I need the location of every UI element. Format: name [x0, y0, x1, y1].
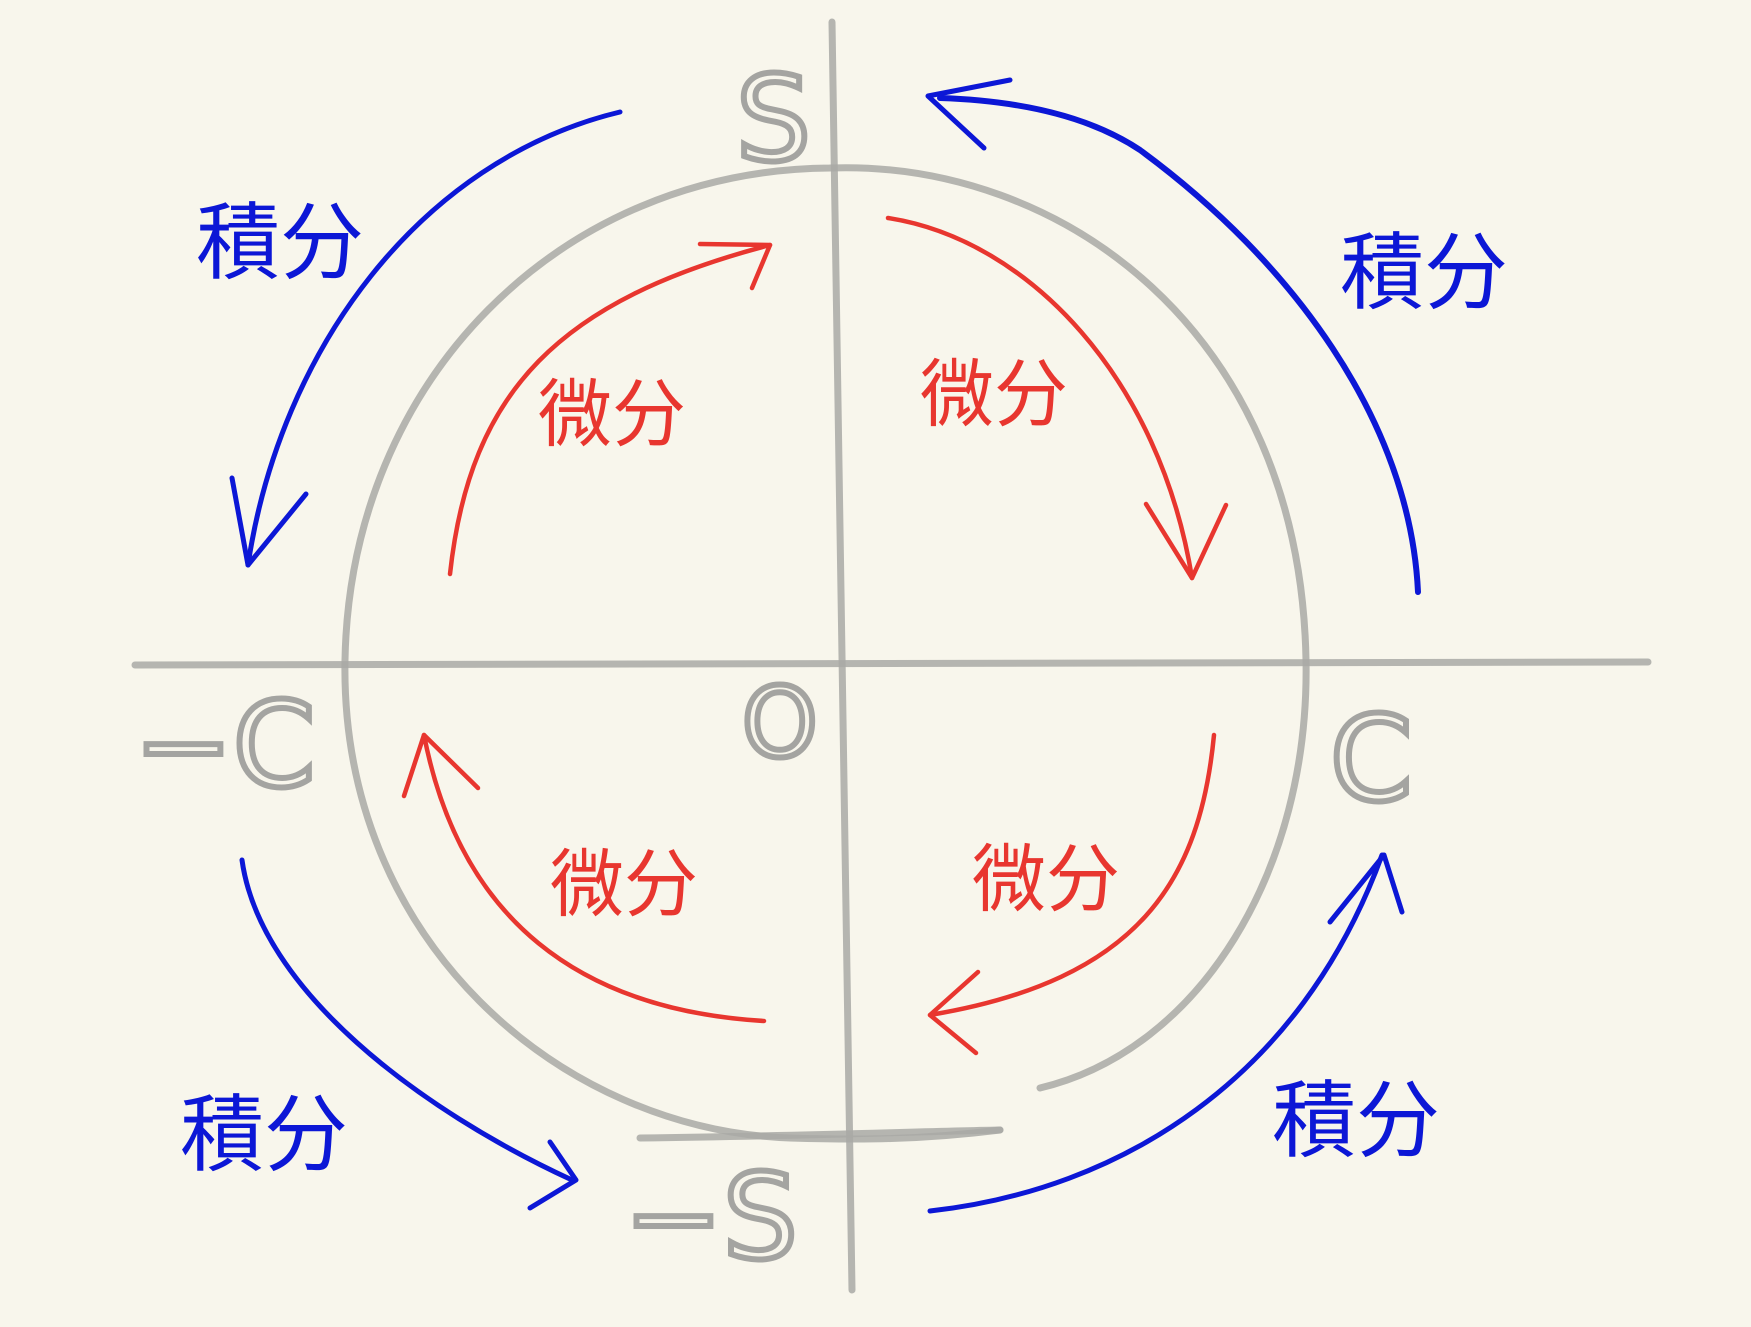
- outer-label-bottom-right: 積分: [1272, 1072, 1440, 1170]
- axis-label-bottom: −S: [624, 1148, 798, 1286]
- origin-label: O: [742, 667, 818, 779]
- axis-label-left: −C: [134, 676, 315, 814]
- vertical-axis: [828, 18, 856, 1294]
- outer-label-top-right: 積分: [1340, 224, 1508, 322]
- inner-label-bottom-left: 微分: [550, 842, 698, 928]
- inner-label-top-left: 微分: [538, 372, 686, 458]
- horizontal-axis: [131, 658, 1652, 669]
- inner-arrow-bottom-right: [927, 732, 1217, 1056]
- inner-arrow-top-right: [885, 215, 1229, 581]
- inner-arrow-bottom-left: [401, 732, 767, 1024]
- outer-arrow-bottom-left: [239, 857, 579, 1211]
- circle-bottom-stroke: [636, 1126, 1004, 1142]
- outer-arrow-bottom-right: [927, 852, 1405, 1214]
- outer-label-bottom-left: 積分: [180, 1086, 348, 1184]
- outer-arrow-top-left: [229, 109, 623, 568]
- axis-label-top: S: [736, 50, 811, 188]
- outer-label-top-left: 積分: [196, 194, 364, 292]
- outer-arrow-top-right: [925, 77, 1421, 595]
- inner-arrow-top-left: [447, 241, 773, 577]
- inner-label-top-right: 微分: [920, 352, 1068, 438]
- axis-label-right: C: [1330, 690, 1412, 828]
- inner-label-bottom-right: 微分: [972, 837, 1120, 923]
- unit-circle: [341, 164, 1310, 1143]
